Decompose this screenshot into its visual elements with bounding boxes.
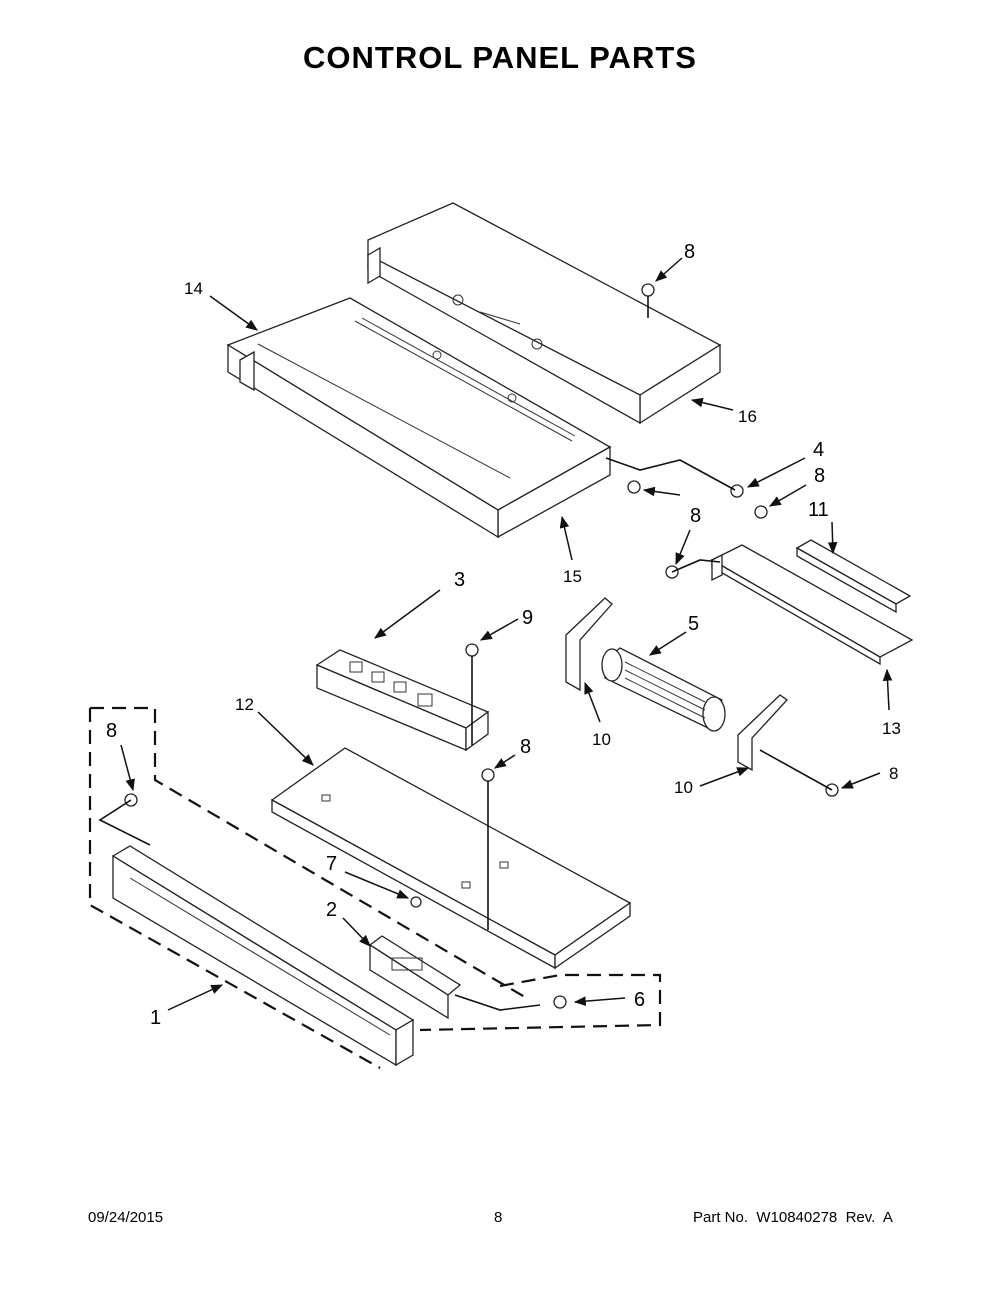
callout-7: 7 xyxy=(326,853,337,875)
callout-2: 2 xyxy=(326,899,337,921)
part-10-bracket-right xyxy=(737,694,788,772)
callout-10-left: 10 xyxy=(592,730,611,749)
page-title: CONTROL PANEL PARTS xyxy=(303,40,697,75)
part-16-rear-panel xyxy=(367,202,722,425)
footer-page-number: 8 xyxy=(494,1209,503,1226)
part-15-control-panel-top xyxy=(226,297,612,539)
callout-1: 1 xyxy=(150,1007,161,1029)
callout-15: 15 xyxy=(563,567,582,586)
part-11-strip xyxy=(795,539,912,614)
part-12-shield-plate xyxy=(270,747,632,970)
callout-11: 11 xyxy=(808,499,829,521)
callout-3: 3 xyxy=(454,569,465,591)
callout-labels: 14 8 16 4 8 8 11 15 3 9 5 10 13 12 8 8 1… xyxy=(106,241,901,1029)
callout-4: 4 xyxy=(813,439,824,461)
footer-part-number: Part No. W10840278 Rev. A xyxy=(693,1209,893,1226)
callout-8-top: 8 xyxy=(684,241,695,263)
leader-arrows xyxy=(120,257,893,1011)
dashed-group-outlines xyxy=(88,706,662,1069)
callout-8-right: 8 xyxy=(814,465,825,487)
part-2-ui-board xyxy=(368,935,462,1020)
callout-12: 12 xyxy=(235,695,254,714)
callout-8-mid: 8 xyxy=(690,505,701,527)
footer-date: 09/24/2015 xyxy=(88,1209,164,1226)
part-1-trim xyxy=(111,845,415,1067)
callout-16: 16 xyxy=(738,407,757,426)
callout-8-lower-right: 8 xyxy=(889,764,898,783)
callout-10-right: 10 xyxy=(674,778,693,797)
callout-9: 9 xyxy=(522,607,533,629)
part-5-blower-fan xyxy=(601,647,726,732)
callout-5: 5 xyxy=(688,613,699,635)
part-3-relay-board xyxy=(315,649,490,752)
callout-13: 13 xyxy=(882,719,901,738)
callout-8-center: 8 xyxy=(520,736,531,758)
callout-8-left: 8 xyxy=(106,720,117,742)
callout-6: 6 xyxy=(634,989,645,1011)
part-10-bracket-left xyxy=(565,597,613,692)
callout-14: 14 xyxy=(184,279,203,298)
part-13-bracket xyxy=(710,544,914,666)
connection-lines xyxy=(98,296,833,1011)
